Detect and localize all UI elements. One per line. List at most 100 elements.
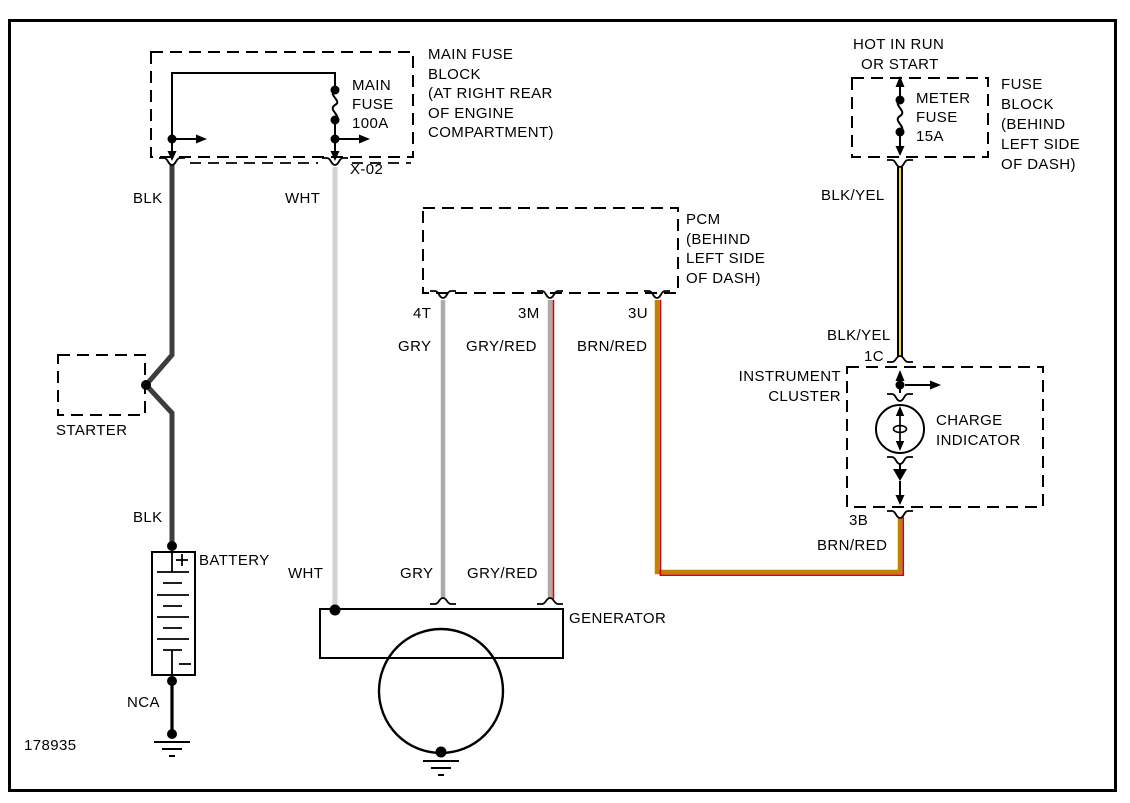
- caption-line: OF DASH): [1001, 156, 1076, 173]
- ground-dot: [435, 746, 447, 758]
- connector-bracket-icon: [887, 510, 913, 519]
- pin-label-3b: 3B: [849, 512, 869, 529]
- wire-label-wht-lower: WHT: [288, 565, 324, 582]
- junction-dot: [330, 85, 340, 95]
- meter-fuse-block: [851, 76, 989, 168]
- connector-bracket-icon: [430, 597, 456, 605]
- diagram-number: 178935: [24, 737, 77, 754]
- pcm-caption: PCM (BEHIND LEFT SIDE OF DASH): [686, 210, 765, 288]
- wire-label-brn-red-upper: BRN/RED: [577, 338, 648, 355]
- instrument-cluster: [846, 355, 1044, 519]
- caption-line: BLOCK: [1001, 96, 1054, 113]
- fuse-block-box: [851, 77, 989, 158]
- main-fuse-block-box: [150, 51, 414, 158]
- caption-line: 15A: [916, 128, 944, 145]
- pin-label-1c: 1C: [864, 348, 884, 365]
- instrument-cluster-box: [846, 366, 1044, 508]
- connector-bracket-icon: [887, 355, 913, 363]
- wire-label-wht-upper: WHT: [285, 190, 321, 207]
- caption-line: (AT RIGHT REAR: [428, 85, 553, 102]
- connector-bracket-icon: [537, 597, 563, 605]
- caption-line: FUSE: [352, 96, 394, 113]
- hot-in-run-caption: HOT IN RUN OR START: [853, 35, 944, 74]
- junction-dot: [167, 134, 177, 144]
- caption-line: PCM: [686, 211, 721, 228]
- caption-line: INDICATOR: [936, 431, 1021, 449]
- main-fuse-bus: [171, 72, 336, 139]
- caption-line: OF ENGINE: [428, 104, 515, 122]
- main-fuse-block-caption: MAIN FUSE BLOCK (AT RIGHT REAR OF ENGINE…: [428, 45, 554, 143]
- caption-line: 100A: [352, 115, 389, 132]
- pcm: [422, 207, 679, 299]
- down-arrow-icon: [330, 151, 340, 161]
- wire-label-gry-red-lower: GRY/RED: [467, 565, 538, 582]
- caption-line: FUSE: [916, 109, 958, 126]
- connector-bracket-icon: [537, 290, 563, 299]
- connector-bracket-icon: [159, 157, 185, 166]
- caption-line: FUSE: [1001, 76, 1043, 93]
- caption-line: (BEHIND: [686, 230, 751, 248]
- generator-box: [319, 608, 564, 659]
- junction-dot: [329, 604, 341, 616]
- connector-bracket-icon: [430, 290, 456, 299]
- caption-line: OR START: [861, 55, 939, 73]
- diagram-border: [8, 19, 1117, 792]
- right-arrow-icon: [359, 134, 370, 144]
- main-fuse-block: [150, 51, 414, 166]
- down-arrow-icon: [895, 146, 905, 156]
- pin-label-3m: 3M: [518, 305, 540, 322]
- junction-dot: [895, 380, 905, 390]
- bulb-socket-icon: [887, 393, 913, 402]
- junction-dot: [141, 380, 151, 390]
- bulb-filament-loop: [892, 424, 908, 434]
- connector-bracket-icon: [322, 157, 348, 166]
- pcm-box: [422, 207, 679, 294]
- connector-x02-label: X-02: [350, 161, 384, 178]
- junction-dot: [330, 134, 340, 144]
- bulb-arrow-down: [895, 441, 905, 451]
- wire-label-blk-yel-upper: BLK/YEL: [821, 187, 885, 204]
- caption-line: BLOCK: [428, 65, 481, 83]
- fuse-block-caption: FUSE BLOCK (BEHIND LEFT SIDE OF DASH): [1001, 75, 1080, 175]
- caption-line: METER: [916, 90, 971, 107]
- battery-positive-terminal-dot: [167, 541, 177, 551]
- wire-label-blk-upper: BLK: [133, 190, 163, 207]
- up-arrow-icon: [895, 76, 905, 87]
- caption-line: MAIN FUSE: [428, 46, 514, 63]
- starter-label: STARTER: [56, 422, 128, 439]
- battery: [151, 541, 196, 757]
- caption-line: COMPARTMENT): [428, 124, 554, 141]
- wire-label-blk-lower: BLK: [133, 509, 163, 526]
- starter-box: [57, 354, 146, 416]
- down-arrow-icon: [895, 495, 905, 505]
- main-fuse-label: MAIN FUSE 100A: [352, 76, 394, 133]
- ground-dot: [167, 729, 177, 739]
- wire-brn-red: [654, 300, 905, 577]
- wire-label-brn-red-lower: BRN/RED: [817, 537, 888, 554]
- caption-line: LEFT SIDE: [686, 250, 766, 267]
- caption-line: LEFT SIDE: [1001, 136, 1081, 153]
- down-arrow-icon: [167, 151, 177, 161]
- right-arrow-icon: [196, 134, 207, 144]
- wire-label-gry-red-upper: GRY/RED: [466, 338, 537, 355]
- generator-label: GENERATOR: [569, 610, 667, 627]
- connector-bracket-icon: [644, 290, 670, 299]
- charge-indicator-caption: CHARGE INDICATOR: [936, 411, 1021, 450]
- caption-line: CLUSTER: [768, 387, 841, 405]
- caption-line: CHARGE: [936, 412, 1003, 429]
- pin-label-4t: 4T: [413, 305, 432, 322]
- wire-label-nca: NCA: [127, 694, 160, 711]
- meter-fuse-element: [896, 99, 904, 133]
- caption-line: INSTRUMENT: [738, 368, 841, 385]
- battery-negative-terminal-dot: [167, 676, 177, 686]
- right-arrow-icon: [930, 380, 941, 390]
- diode-triangle-icon: [893, 469, 907, 481]
- brn-red-wire-base: [654, 300, 903, 575]
- caption-line: MAIN: [352, 77, 392, 94]
- caption-line: (BEHIND: [1001, 116, 1066, 133]
- meter-fuse-label: METER FUSE 15A: [916, 89, 971, 146]
- caption-line: HOT IN RUN: [853, 36, 945, 53]
- bulb-arrow-up: [895, 406, 905, 416]
- blk-wire: [142, 165, 175, 546]
